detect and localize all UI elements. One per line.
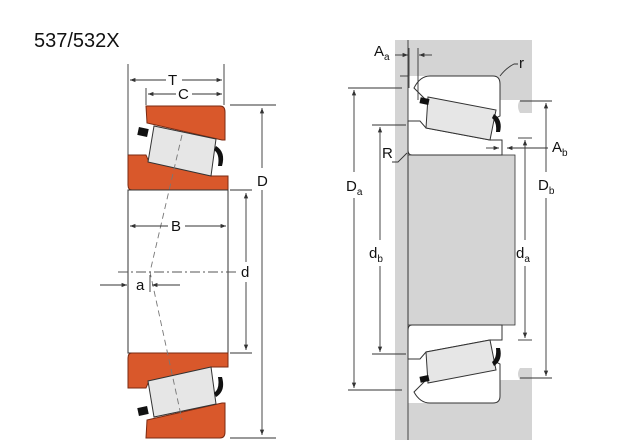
- label-db: db: [369, 245, 383, 265]
- shaft: [407, 154, 516, 326]
- bearing-section-view: T C D B d a: [100, 64, 276, 439]
- cage-top-left: [137, 127, 149, 137]
- label-T: T: [168, 72, 177, 89]
- label-C: C: [178, 86, 189, 103]
- bore: [127, 189, 229, 354]
- inner-cone-bottom: [127, 352, 229, 389]
- label-a: a: [136, 277, 145, 294]
- roller-top: [147, 125, 217, 177]
- roller-bottom-r: [425, 339, 497, 384]
- label-R: R: [382, 145, 393, 162]
- roller-bottom: [147, 366, 217, 418]
- label-B: B: [171, 218, 181, 235]
- mounting-view: Aa r Ab R Da db da Db: [346, 40, 568, 440]
- cage-bottom-right: [214, 377, 224, 397]
- label-Ab: Ab: [552, 139, 568, 159]
- label-d: d: [241, 264, 249, 281]
- outer-cup-bottom: [145, 402, 226, 439]
- label-da: da: [516, 245, 530, 265]
- label-D: D: [257, 173, 268, 190]
- label-Da: Da: [346, 178, 363, 198]
- label-Db: Db: [538, 177, 555, 197]
- label-Aa: Aa: [374, 43, 390, 63]
- outer-cup-top: [145, 105, 226, 141]
- cage-bottom-left: [137, 406, 149, 416]
- part-number-title: 537/532X: [34, 30, 120, 52]
- label-r: r: [519, 55, 524, 72]
- cage-top-right: [214, 146, 224, 166]
- roller-top-r: [425, 96, 497, 141]
